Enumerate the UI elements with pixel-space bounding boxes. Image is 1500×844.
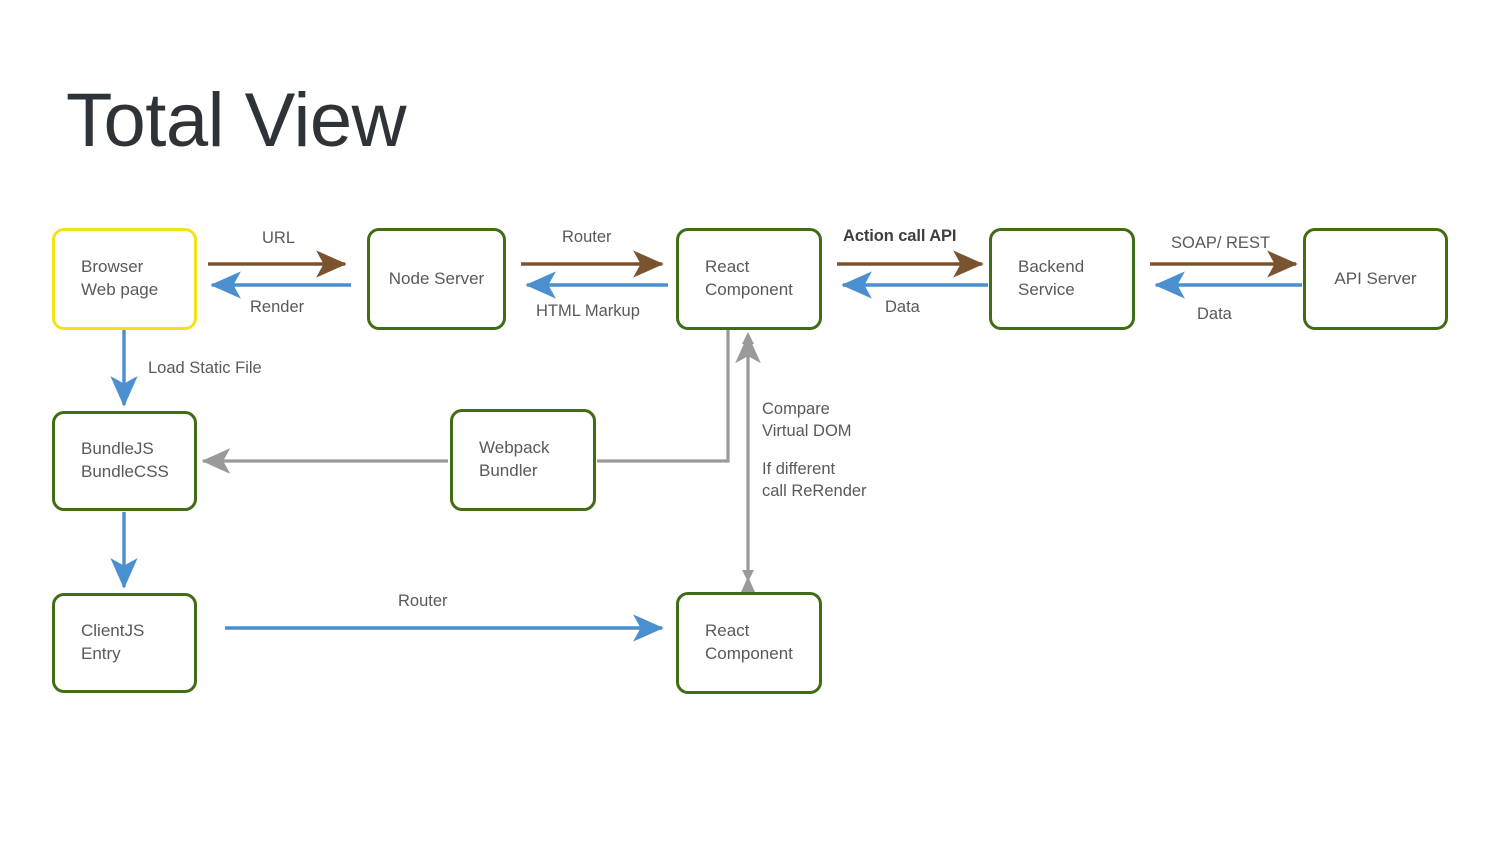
edge-label-soap-rest: SOAP/ REST: [1171, 234, 1271, 252]
connector-webpack-to-react: [597, 330, 730, 463]
edge-label-data-api: Data: [1197, 305, 1232, 323]
node-api-server[interactable]: API Server: [1303, 228, 1448, 330]
node-node-server[interactable]: Node Server: [367, 228, 506, 330]
node-bundle-label: BundleJS BundleCSS: [81, 439, 169, 481]
node-react-component-bottom[interactable]: React Component: [676, 592, 822, 694]
node-node-server-label: Node Server: [388, 268, 485, 288]
edge-label-url: URL: [262, 229, 296, 247]
node-react-component-top[interactable]: React Component: [676, 228, 822, 330]
node-backend-service-label: Backend Service: [1018, 257, 1085, 299]
node-api-server-label: API Server: [1334, 268, 1417, 288]
node-backend-service[interactable]: Backend Service: [989, 228, 1135, 330]
page-title: Total View: [66, 78, 407, 163]
node-browser[interactable]: Browser Web page: [52, 228, 197, 330]
edge-label-compare-virtual-dom: Compare Virtual DOM: [762, 400, 852, 441]
node-webpack-bundler-label: Webpack Bundler: [479, 438, 550, 480]
node-react-component-top-label: React Component: [705, 257, 793, 299]
edge-label-if-different-rerender: If different call ReRender: [762, 460, 867, 501]
node-webpack-bundler[interactable]: Webpack Bundler: [450, 409, 596, 511]
node-clientjs-entry-label: ClientJS Entry: [81, 621, 145, 663]
edge-label-render: Render: [250, 298, 305, 316]
node-bundle[interactable]: BundleJS BundleCSS: [52, 411, 197, 511]
edge-label-load-static-file: Load Static File: [148, 359, 262, 377]
edge-label-html-markup: HTML Markup: [536, 302, 640, 320]
edge-label-data-backend: Data: [885, 298, 920, 316]
node-browser-label: Browser Web page: [81, 257, 159, 299]
edge-label-router-bottom: Router: [398, 592, 448, 610]
edge-label-router-top: Router: [562, 228, 612, 246]
edge-label-action-call-api: Action call API: [843, 227, 957, 245]
node-react-component-bottom-label: React Component: [705, 621, 793, 663]
node-clientjs-entry[interactable]: ClientJS Entry: [52, 593, 197, 693]
